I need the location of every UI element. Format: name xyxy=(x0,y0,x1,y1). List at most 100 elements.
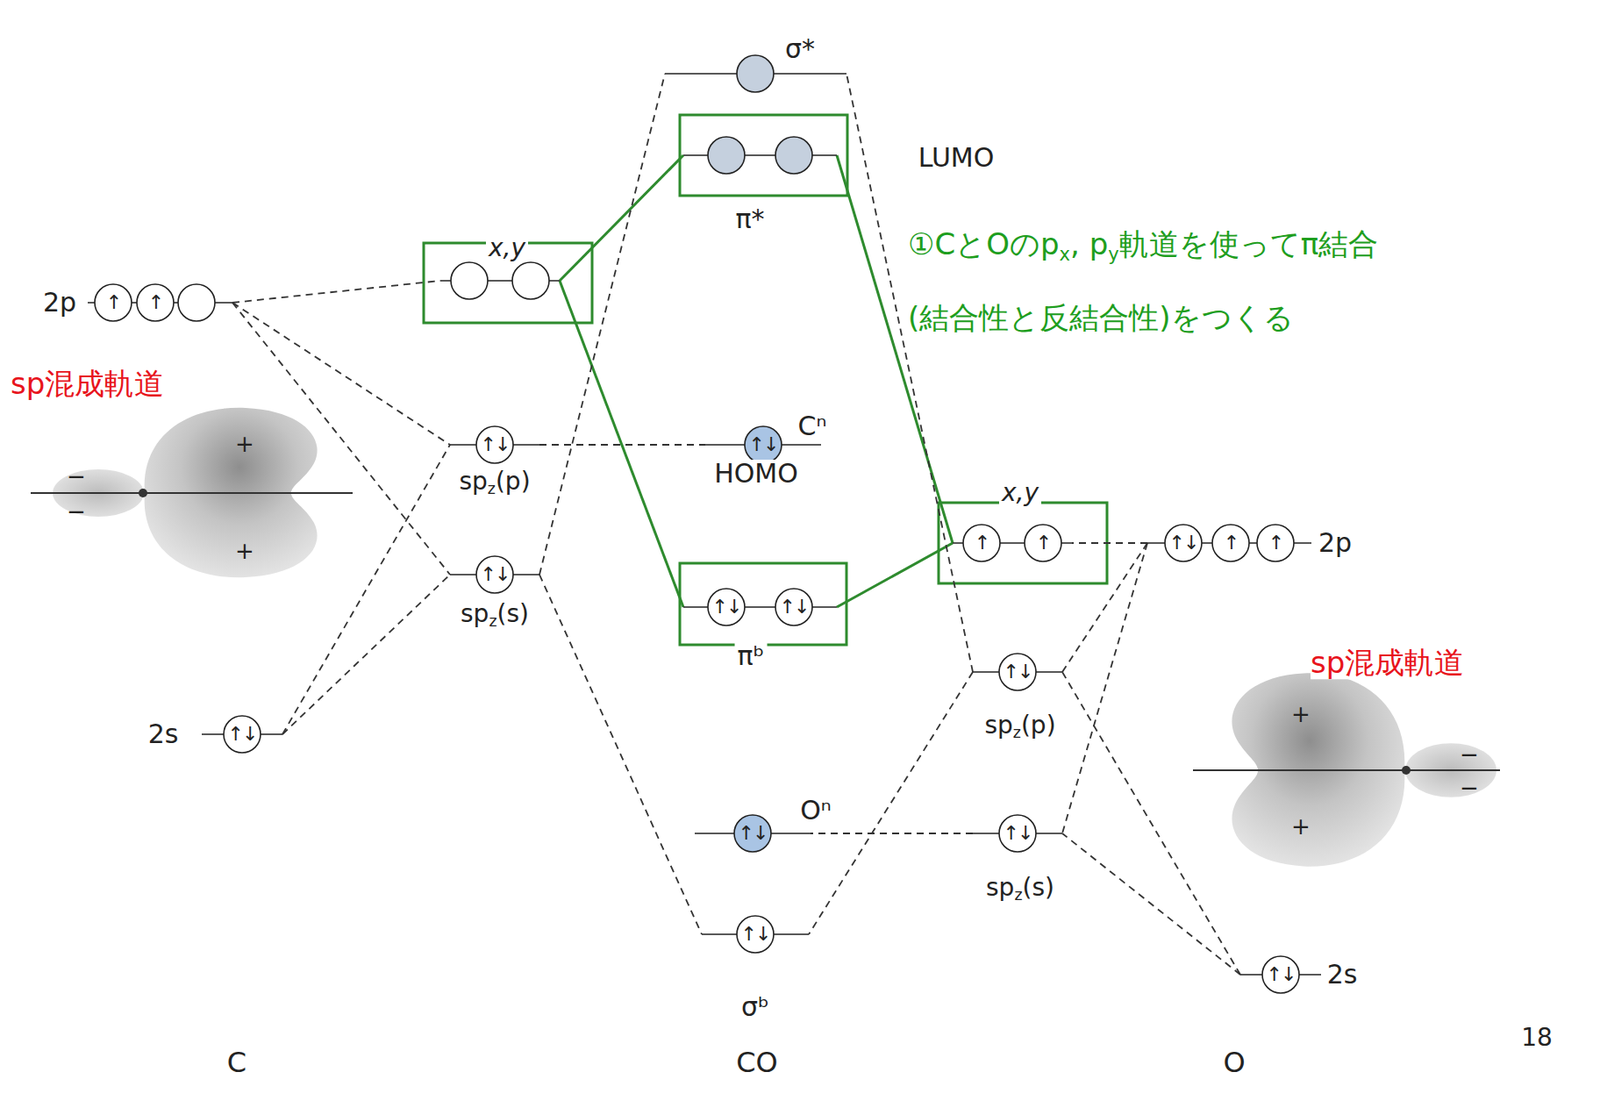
orbital-circle xyxy=(1024,524,1062,562)
orbital-level: spz(p)↑↓ xyxy=(450,425,540,465)
level-label: spz(s) xyxy=(457,600,532,628)
sign-label: + xyxy=(235,431,255,458)
level-label: Cⁿ xyxy=(795,412,830,441)
orbital-circle xyxy=(1212,524,1250,562)
orbital-circle xyxy=(999,814,1036,852)
electron-arrows: ↑ xyxy=(148,292,163,313)
annotation: ①CとOのpx, py軌道を使ってπ結合 xyxy=(907,228,1379,261)
orbital-circle xyxy=(736,915,774,953)
electron-arrows: ↑↓ xyxy=(749,435,779,455)
energy-level xyxy=(664,54,847,93)
orbital-circle xyxy=(775,136,813,174)
level-label: 2p xyxy=(1315,528,1355,558)
orbital-circle xyxy=(178,284,215,322)
electron-arrows: ↑↓ xyxy=(1169,533,1199,553)
correlation-line xyxy=(1062,542,1148,834)
energy-level xyxy=(952,523,1072,563)
orbital-level: σ* xyxy=(664,54,847,93)
correlation-line xyxy=(232,302,450,445)
level-label: x,y xyxy=(999,479,1042,507)
orbital-circle xyxy=(707,136,745,174)
orbital-level: σᵇ↑↓ xyxy=(701,914,809,954)
sign-label: − xyxy=(66,464,86,490)
level-label: HOMO xyxy=(711,459,801,488)
correlation-line xyxy=(539,574,702,935)
electron-arrows: ↑↓ xyxy=(779,597,809,617)
orbital-circle xyxy=(744,426,782,464)
electron-arrows: ↑ xyxy=(974,533,989,553)
correlation-line xyxy=(1071,542,1148,544)
highlight-box xyxy=(679,563,847,645)
orbital-circle xyxy=(1257,524,1294,562)
orbital-circle xyxy=(736,55,774,93)
orbital-level: π*LUMO xyxy=(683,135,837,175)
axis-label: CO xyxy=(735,1047,779,1079)
electron-arrows: ↑ xyxy=(1223,533,1238,553)
orbital-level: CⁿHOMO↑↓ xyxy=(705,425,822,465)
electron-arrows: ↑↓ xyxy=(738,823,768,843)
orbital-level: 2s↑↓ xyxy=(1240,955,1322,994)
sign-label: − xyxy=(66,499,86,525)
electron-arrows: ↑↓ xyxy=(228,724,258,744)
orbital-level: spz(s)↑↓ xyxy=(972,814,1063,853)
level-line xyxy=(683,154,837,157)
level-line xyxy=(683,606,837,608)
electron-arrows: ↑↓ xyxy=(480,564,510,585)
orbital-level: x,y↑↑ xyxy=(952,523,1072,563)
orbital-circle xyxy=(707,588,745,626)
level-label: σ* xyxy=(782,35,818,64)
electron-arrows: ↑ xyxy=(106,292,121,313)
sign-label: − xyxy=(1459,775,1479,801)
axis-line xyxy=(1192,769,1500,772)
level-label: spz(s) xyxy=(983,874,1058,901)
energy-level xyxy=(683,587,837,627)
correlation-line xyxy=(1062,542,1148,672)
sign-label: + xyxy=(1291,701,1311,728)
level-label: σᵇ xyxy=(738,992,772,1022)
orbital-level: x,y xyxy=(440,261,560,300)
orbital-level: 2p↑↓↑↑ xyxy=(1147,523,1312,563)
electron-arrows: ↑ xyxy=(1268,533,1283,553)
energy-level xyxy=(683,135,837,175)
orbital-circle xyxy=(512,262,550,300)
electron-arrows: ↑↓ xyxy=(1003,662,1033,682)
sign-label: − xyxy=(1459,742,1479,768)
energy-level xyxy=(440,261,560,300)
correlation-line-highlight xyxy=(836,542,953,608)
orbital-level: 2s↑↓ xyxy=(201,714,283,754)
correlation-line xyxy=(1062,671,1241,975)
sign-label: + xyxy=(1291,814,1311,840)
orbital-circle xyxy=(1164,524,1202,562)
electron-arrows: ↑↓ xyxy=(1266,964,1296,985)
level-label: spz(p) xyxy=(456,468,533,495)
orbital-circle xyxy=(476,556,514,593)
electron-arrows: ↑↓ xyxy=(1003,823,1033,843)
orbital-circle xyxy=(734,814,772,852)
orbital-level: 2p↑↑ xyxy=(87,283,233,322)
electron-arrows: ↑↓ xyxy=(741,924,771,944)
axis-label: 18 xyxy=(1521,1024,1553,1052)
correlation-line xyxy=(282,574,450,735)
annotation: sp混成軌道 xyxy=(10,367,165,400)
orbital-level: πᵇ↑↓↑↓ xyxy=(683,587,837,627)
orbital-circle xyxy=(963,524,1000,562)
axis-label: O xyxy=(1222,1047,1245,1079)
correlation-line xyxy=(1062,833,1241,975)
level-label: 2p xyxy=(40,288,79,317)
orbital-circle xyxy=(136,284,174,322)
correlation-line xyxy=(539,443,706,446)
orbital-circle xyxy=(999,653,1036,691)
level-label: 2s xyxy=(1324,960,1361,989)
orbital-level: spz(p)↑↓ xyxy=(972,652,1063,692)
correlation-line-highlight xyxy=(559,280,684,608)
orbital-level: Oⁿ↑↓ xyxy=(694,814,811,853)
electron-arrows: ↑↓ xyxy=(712,597,742,617)
annotation: (結合性と反結合性)をつくる xyxy=(907,301,1294,335)
correlation-line xyxy=(232,280,441,303)
axis-line xyxy=(30,492,353,494)
correlation-line-highlight xyxy=(559,155,684,281)
orbital-circle xyxy=(476,426,514,464)
level-label: LUMO xyxy=(915,143,998,172)
level-label: spz(p) xyxy=(981,712,1058,739)
